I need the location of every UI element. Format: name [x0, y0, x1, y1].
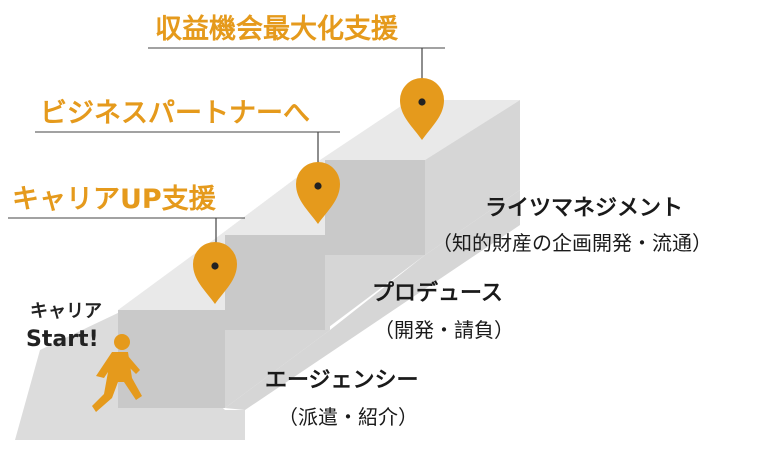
step1-subtitle: （派遣・紹介） — [278, 405, 418, 429]
step1-front — [118, 310, 225, 408]
stairs-base-side — [225, 190, 520, 410]
step1-title: エージェンシー — [265, 368, 419, 393]
step3-side — [425, 100, 520, 255]
step3-title: ライツマネジメント — [485, 196, 683, 221]
walking-person-icon — [92, 334, 142, 412]
step2-front — [225, 235, 325, 330]
map-pin-icon — [296, 162, 340, 224]
start-label-line1: キャリア — [30, 301, 102, 322]
step3-subtitle: （知的財産の企画開発・流通） — [432, 231, 712, 255]
map-pin-icon — [400, 78, 444, 140]
step2-title: プロデュース — [372, 280, 503, 306]
step3-front — [325, 160, 425, 255]
goal-middle-label: ビジネスパートナーへ — [40, 98, 310, 129]
goal-bottom-label: キャリアUP支援 — [12, 184, 217, 215]
map-pin-icon — [193, 242, 237, 304]
step2-subtitle: （開発・請負） — [374, 318, 514, 342]
start-label-line2: Start! — [26, 327, 99, 352]
goal-top-label: 収益機会最大化支援 — [155, 14, 399, 45]
